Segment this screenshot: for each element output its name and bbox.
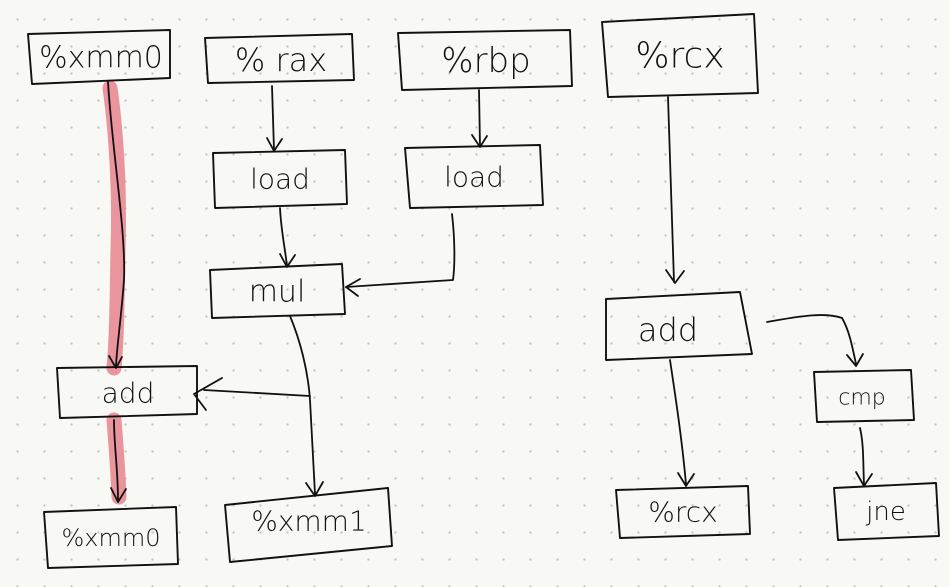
node-label-cmp: cmp — [838, 386, 886, 411]
node-label-add-fp: add — [102, 377, 155, 410]
edge-rbp-to-load — [478, 89, 481, 147]
arrowhead — [677, 472, 695, 487]
arrowhead — [665, 269, 685, 284]
edge-rcx-to-add — [667, 96, 675, 283]
edge-mul-to-add — [203, 389, 311, 397]
node-boxes — [27, 13, 940, 569]
edges — [107, 81, 873, 503]
edge-add-to-xmm0-out — [113, 419, 119, 501]
node-label-add-int: add — [638, 311, 698, 349]
node-box-xmm0-out — [43, 506, 179, 569]
node-box-cmp — [813, 369, 915, 423]
node-box-rax — [204, 33, 355, 84]
edge-add-to-cmp — [766, 314, 857, 365]
node-box-rbp — [397, 29, 573, 91]
node-label-xmm0-in: %xmm0 — [39, 41, 163, 76]
arrowhead — [193, 377, 223, 411]
edge-load-rbp-to-mul — [345, 213, 456, 288]
node-label-rax: % rax — [235, 41, 327, 79]
node-label-rcx-in: %rcx — [635, 36, 724, 77]
node-label-load-rax: load — [250, 163, 310, 196]
edge-mul-to-xmm1 — [289, 315, 316, 495]
edge-rax-to-load — [271, 85, 275, 151]
node-box-mul — [209, 263, 346, 319]
node-box-xmm1 — [224, 487, 393, 563]
arrowhead — [846, 353, 864, 367]
node-labels: %xmm0 % rax %rbp %rcx load load mul add … — [39, 36, 906, 553]
node-box-xmm0-in — [27, 29, 171, 85]
arrowhead — [279, 253, 296, 268]
node-label-xmm0-out: %xmm0 — [61, 524, 160, 552]
node-box-add-int — [605, 291, 753, 361]
edge-xmm0-to-add — [107, 81, 126, 367]
highlight-xmm0-to-add — [102, 80, 127, 376]
node-label-jne: jne — [865, 497, 906, 527]
node-box-jne — [833, 482, 940, 541]
node-label-load-rbp: load — [444, 161, 504, 194]
node-box-rcx-in — [601, 13, 759, 98]
edge-cmp-to-jne — [859, 427, 865, 485]
node-label-rbp: %rbp — [441, 41, 530, 81]
node-box-rcx-out — [615, 485, 751, 539]
node-box-load-rbp — [404, 144, 544, 209]
node-label-mul: mul — [249, 275, 306, 310]
arrowhead — [110, 487, 127, 503]
node-label-xmm1: %xmm1 — [251, 505, 367, 538]
arrowhead — [345, 278, 361, 297]
edge-add-to-rcx-out — [669, 359, 687, 485]
node-label-rcx-out: %rcx — [648, 496, 717, 529]
node-box-load-rax — [212, 149, 348, 209]
edge-load-to-mul — [279, 207, 288, 267]
node-box-add-fp — [56, 365, 198, 419]
